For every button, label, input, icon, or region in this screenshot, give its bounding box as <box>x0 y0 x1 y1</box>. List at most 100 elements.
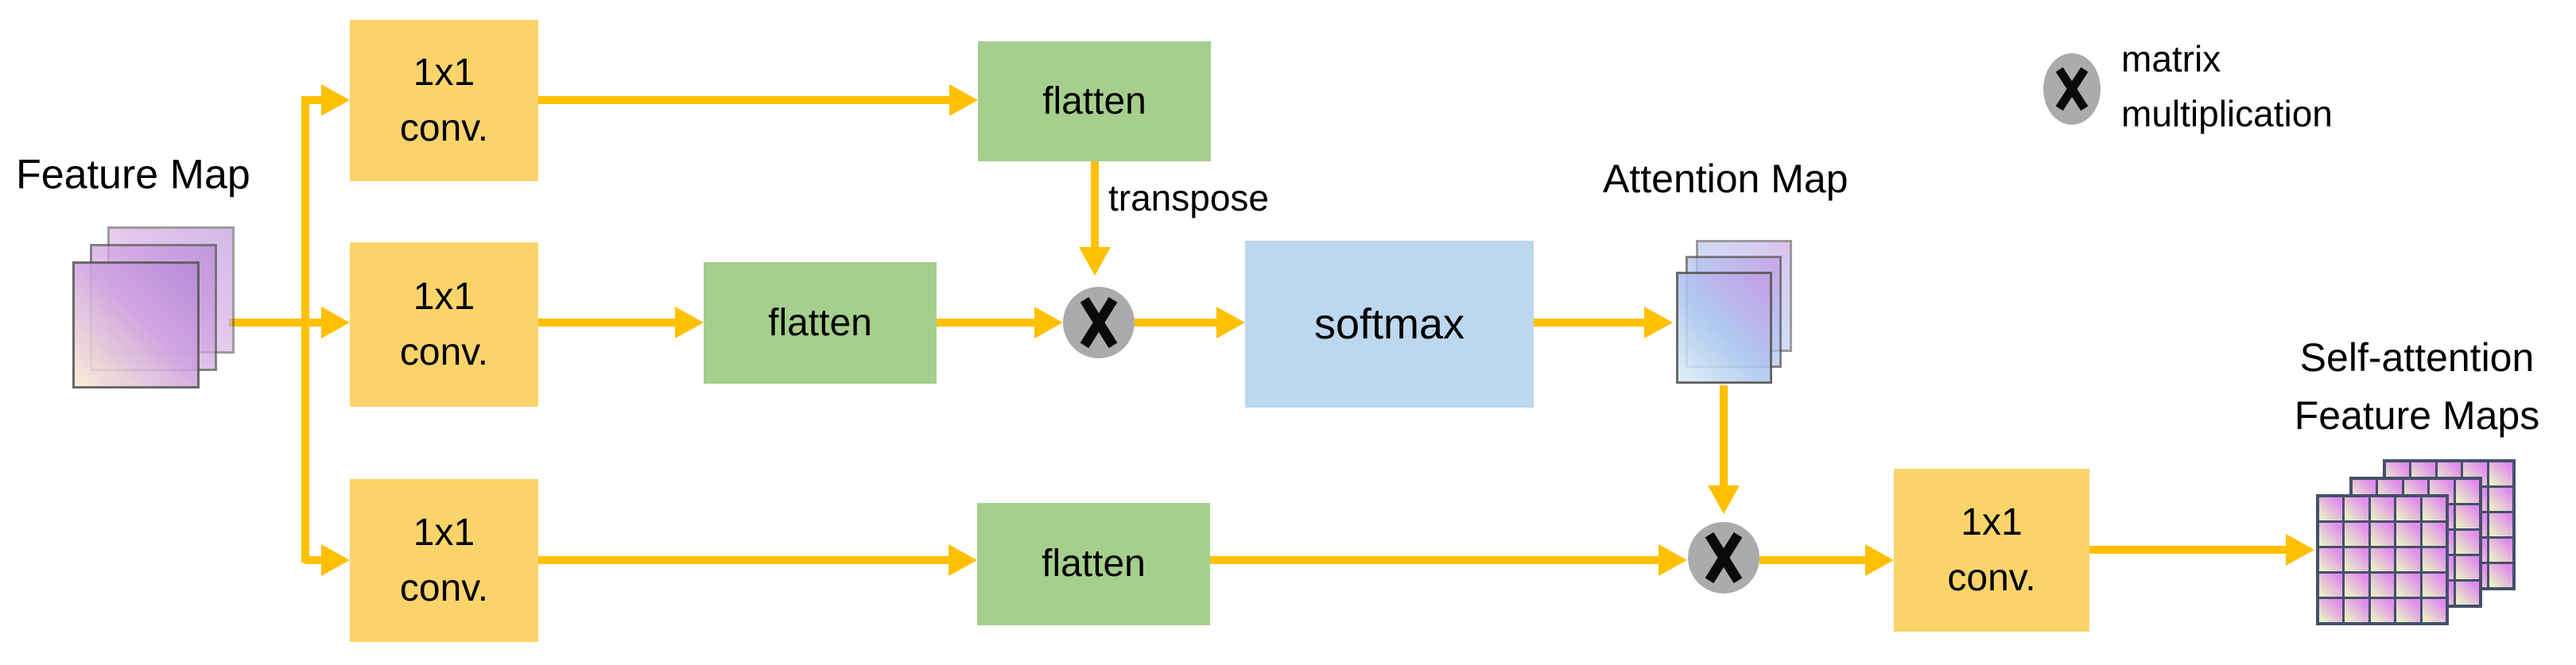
conv-box-bottom-line2: conv. <box>399 566 489 609</box>
feature-map-cell <box>2455 556 2479 579</box>
arrow-branch-to-conv-middle-head <box>321 307 350 338</box>
feature-map-cell <box>2370 574 2395 597</box>
feature-map-cell <box>2489 488 2512 511</box>
connector-stack-to-branch <box>229 319 305 327</box>
feature-map-cell <box>2396 497 2420 520</box>
feature-map-cell <box>2489 564 2512 587</box>
arrow-matmul2-to-conv-head <box>1865 544 1894 576</box>
feature-map-cell <box>2396 599 2420 622</box>
arrow-matmul-to-softmax-head <box>1216 307 1245 338</box>
feature-map-cell <box>2319 497 2343 520</box>
matmul-operator-bottom <box>1688 522 1759 593</box>
arrow-matmul2-to-conv-shaft <box>1759 556 1867 564</box>
self-attention-label: Self-attention Feature Maps <box>2258 329 2576 444</box>
arrow-attention-to-matmul-shaft <box>1720 385 1728 487</box>
matmul-icon <box>1080 296 1118 349</box>
feature-map-cell <box>2396 574 2420 597</box>
arrow-conv-to-output-maps-head <box>2286 534 2314 566</box>
arrow-branch-to-conv-top-head <box>321 84 350 116</box>
feature-map-cell <box>2455 505 2479 528</box>
feature-map-cell <box>2370 497 2395 520</box>
feature-map-cell <box>2422 497 2446 520</box>
feature-map-layer-front <box>72 261 200 389</box>
feature-map-cell <box>2396 548 2420 571</box>
arrow-matmul-to-softmax-shaft <box>1135 319 1217 327</box>
conv-box-middle-line1: 1x1 <box>413 275 475 318</box>
self-attention-map-front <box>2316 494 2449 625</box>
softmax-label: softmax <box>1313 300 1465 348</box>
arrow-flatten-to-matmul2-head <box>1658 544 1687 576</box>
feature-map-cell <box>2319 599 2343 622</box>
conv-box-final-line1: 1x1 <box>1961 501 2023 543</box>
feature-map-cell <box>2319 523 2343 546</box>
arrow-flatten-to-matmul2-shaft <box>1210 556 1660 564</box>
arrow-attention-to-matmul-head <box>1708 485 1740 514</box>
arrow-conv-bottom-to-flatten-head <box>949 544 977 576</box>
arrow-branch-to-conv-top-shaft <box>305 96 324 104</box>
conv-box-middle: 1x1 conv. <box>350 242 538 407</box>
feature-map-cell <box>2319 574 2343 597</box>
attention-map-label: Attention Map <box>1603 157 1849 201</box>
conv-box-bottom-line1: 1x1 <box>413 511 475 554</box>
flatten-box-top-label: flatten <box>1042 79 1146 122</box>
legend-label-line1: matrix <box>2121 38 2221 79</box>
conv-box-top: 1x1 conv. <box>350 20 538 181</box>
conv-box-final-line2: conv. <box>1947 556 2036 599</box>
legend-label-line2: multiplication <box>2121 93 2333 134</box>
arrow-branch-to-conv-middle-shaft <box>305 319 324 327</box>
feature-map-cell <box>2396 523 2420 546</box>
flatten-box-bottom: flatten <box>977 503 1210 625</box>
matmul-operator-middle <box>1063 287 1135 358</box>
feature-map-cell <box>2455 480 2479 503</box>
legend-matmul-operator <box>2043 53 2101 125</box>
flatten-box-middle-label: flatten <box>768 301 872 344</box>
feature-map-cell <box>2422 599 2446 622</box>
arrow-transpose-head <box>1079 247 1111 276</box>
arrow-conv-to-output-maps-shaft <box>2089 546 2287 554</box>
arrow-softmax-to-attention-shaft <box>1534 319 1645 327</box>
feature-map-cell <box>2345 497 2368 520</box>
feature-map-cell <box>2345 548 2368 571</box>
arrow-conv-top-to-flatten-head <box>949 84 978 116</box>
self-attention-label-line2: Feature Maps <box>2294 392 2540 438</box>
conv-box-bottom: 1x1 conv. <box>350 479 538 642</box>
arrow-transpose-shaft <box>1091 161 1099 250</box>
arrow-flatten-to-matmul-shaft <box>937 319 1035 327</box>
feature-map-label: Feature Map <box>16 152 250 198</box>
feature-map-cell <box>2455 531 2479 554</box>
self-attention-label-line1: Self-attention <box>2299 335 2535 380</box>
arrow-conv-top-to-flatten-shaft <box>538 96 951 104</box>
feature-map-cell <box>2422 574 2446 597</box>
arrow-conv-middle-to-flatten-shaft <box>538 319 675 327</box>
arrow-softmax-to-attention-head <box>1644 307 1673 338</box>
arrow-branch-to-conv-bottom-shaft <box>305 556 324 564</box>
branch-line-vertical <box>301 96 309 563</box>
feature-map-cell <box>2345 599 2368 622</box>
conv-box-top-line1: 1x1 <box>413 51 475 94</box>
matmul-icon <box>2055 67 2089 111</box>
feature-map-cell <box>2489 462 2512 485</box>
matmul-icon <box>1705 532 1743 584</box>
conv-box-middle-line2: conv. <box>399 331 489 373</box>
arrow-conv-middle-to-flatten-head <box>675 307 704 338</box>
softmax-box: softmax <box>1245 241 1534 408</box>
feature-map-cell <box>2345 574 2368 597</box>
flatten-box-bottom-label: flatten <box>1042 543 1146 586</box>
flatten-box-middle: flatten <box>704 262 937 384</box>
feature-map-cell <box>2422 523 2446 546</box>
attention-map-layer-front <box>1676 272 1772 384</box>
feature-map-cell <box>2370 523 2395 546</box>
feature-map-cell <box>2489 539 2512 562</box>
conv-box-top-line2: conv. <box>399 106 489 149</box>
conv-box-final: 1x1 conv. <box>1894 469 2089 632</box>
feature-map-cell <box>2370 599 2395 622</box>
flatten-box-top: flatten <box>978 41 1211 161</box>
arrow-branch-to-conv-bottom-head <box>321 544 350 576</box>
feature-map-cell <box>2455 582 2479 605</box>
legend-label: matrix multiplication <box>2121 32 2333 141</box>
feature-map-cell <box>2370 548 2395 571</box>
arrow-flatten-to-matmul-head <box>1034 307 1063 338</box>
feature-map-cell <box>2422 548 2446 571</box>
feature-map-cell <box>2489 513 2512 536</box>
